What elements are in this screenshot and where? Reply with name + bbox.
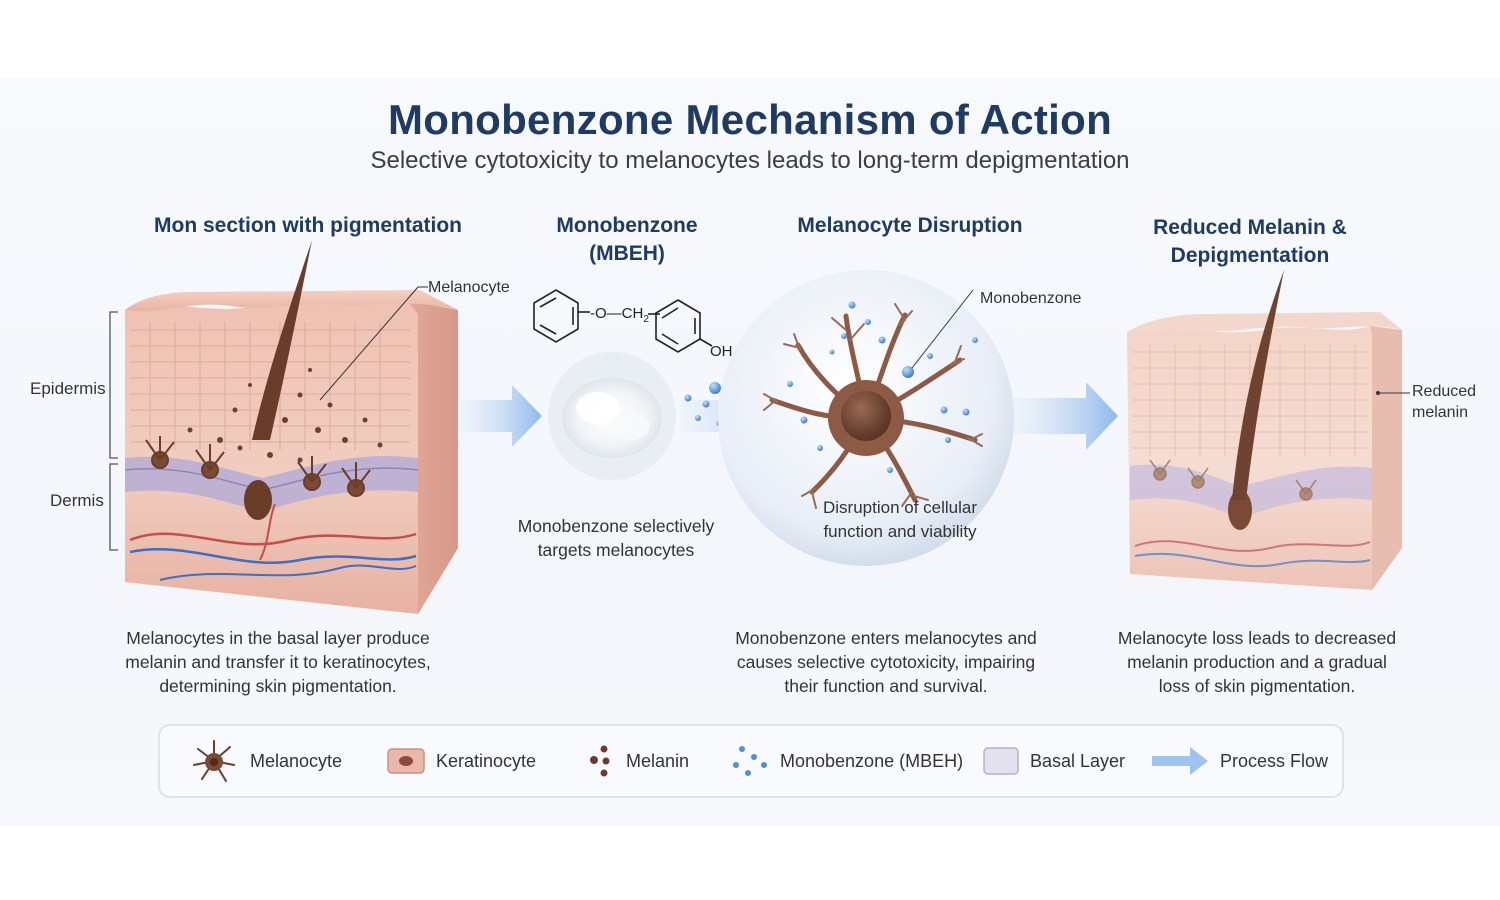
ether-label: -O—CH2: [590, 305, 649, 325]
step4-heading-line1: Reduced Melanin &: [1153, 216, 1347, 239]
step4-caption-line2: melanin production and a gradual: [1127, 652, 1387, 672]
melanocyte-leader-line: [319, 286, 419, 401]
reduced-melanin-label-line2: melanin: [1412, 404, 1469, 421]
step1-caption-line2: melanin and transfer it to keratinocytes…: [125, 652, 431, 672]
legend-item-monobenzone: Monobenzone (MBEH): [730, 726, 963, 796]
epidermis-bracket: [109, 311, 118, 459]
basal-layer-icon: [983, 747, 1019, 775]
step3-caption-line3: their function and survival.: [784, 676, 988, 696]
reduced-melanin-label-line1: Reduced: [1412, 383, 1477, 400]
legend: Melanocyte Keratinocyte Melanin Monobenz…: [158, 724, 1344, 798]
legend-item-melanin: Melanin: [586, 726, 689, 796]
melanocyte-icon: [193, 740, 235, 782]
step2-heading: Monobenzone (MBEH): [500, 212, 754, 268]
step3-caption: Monobenzone enters melanocytes and cause…: [720, 626, 1052, 698]
monobenzone-structure: [533, 289, 713, 353]
legend-label-process-flow: Process Flow: [1220, 750, 1329, 771]
dermis-bracket: [109, 463, 118, 551]
step4-caption: Melanocyte loss leads to decreased melan…: [1104, 626, 1410, 698]
step3-inner-caption: Disruption of cellular function and viab…: [790, 496, 1010, 544]
step2-caption: Monobenzone selectively targets melanocy…: [506, 514, 726, 562]
epidermis-label: Epidermis: [30, 379, 106, 398]
step4-heading: Reduced Melanin & Depigmentation: [1110, 214, 1390, 270]
step1-caption-line3: determining skin pigmentation.: [159, 676, 397, 696]
legend-label-keratinocyte: Keratinocyte: [436, 750, 537, 771]
legend-item-process-flow: Process Flow: [1150, 726, 1328, 796]
step3-caption-line1: Monobenzone enters melanocytes and: [735, 628, 1037, 648]
step2-caption-line2: targets melanocytes: [537, 540, 695, 560]
legend-item-melanocyte: Melanocyte: [188, 726, 342, 796]
process-flow-icon: [1152, 747, 1208, 775]
depigmented-skin-block: [1127, 270, 1410, 590]
melanocyte-label: Melanocyte: [428, 279, 510, 296]
step3-inner-caption-line2: function and viability: [823, 522, 977, 541]
legend-item-keratinocyte: Keratinocyte: [386, 726, 536, 796]
melanin-icon: [590, 745, 610, 777]
page-subtitle: Selective cytotoxicity to melanocytes le…: [370, 147, 1130, 174]
step4-caption-line3: loss of skin pigmentation.: [1158, 676, 1356, 696]
step3-caption-line2: causes selective cytotoxicity, impairing: [736, 652, 1036, 672]
step2-heading-line2: (MBEH): [589, 242, 665, 265]
step1-caption: Melanocytes in the basal layer produce m…: [110, 626, 446, 698]
legend-label-basal-layer: Basal Layer: [1030, 750, 1126, 771]
monobenzone-icon: [733, 746, 767, 776]
process-arrow-1: [460, 385, 542, 447]
pigmented-skin-block: [109, 240, 458, 614]
legend-label-melanocyte: Melanocyte: [250, 750, 343, 771]
step2-caption-line1: Monobenzone selectively: [517, 516, 715, 536]
process-arrow-3: [1010, 382, 1118, 450]
monobenzone-leader-line: [911, 289, 974, 369]
legend-label-monobenzone: Monobenzone (MBEH): [780, 750, 964, 771]
step3-heading: Melanocyte Disruption: [797, 214, 1023, 237]
legend-item-basal-layer: Basal Layer: [982, 726, 1125, 796]
step3-inner-caption-line1: Disruption of cellular: [822, 498, 977, 517]
hydroxyl-label: OH: [710, 343, 733, 360]
step4-caption-line1: Melanocyte loss leads to decreased: [1117, 628, 1397, 648]
step1-caption-line1: Melanocytes in the basal layer produce: [126, 628, 430, 648]
page-title: Monobenzone Mechanism of Action: [387, 96, 1113, 143]
reduced-melanin-label: Reduced melanin: [1412, 381, 1476, 423]
step2-heading-line1: Monobenzone: [556, 214, 698, 237]
dermis-label: Dermis: [50, 491, 104, 510]
monobenzone-powder: [548, 352, 676, 480]
step1-heading: Mon section with pigmentation: [154, 214, 462, 237]
monobenzone-label: Monobenzone: [980, 290, 1082, 307]
legend-label-melanin: Melanin: [626, 750, 690, 771]
keratinocyte-icon: [387, 748, 425, 774]
disrupted-melanocyte-bubble: [718, 270, 1014, 566]
step4-heading-line2: Depigmentation: [1170, 244, 1330, 267]
